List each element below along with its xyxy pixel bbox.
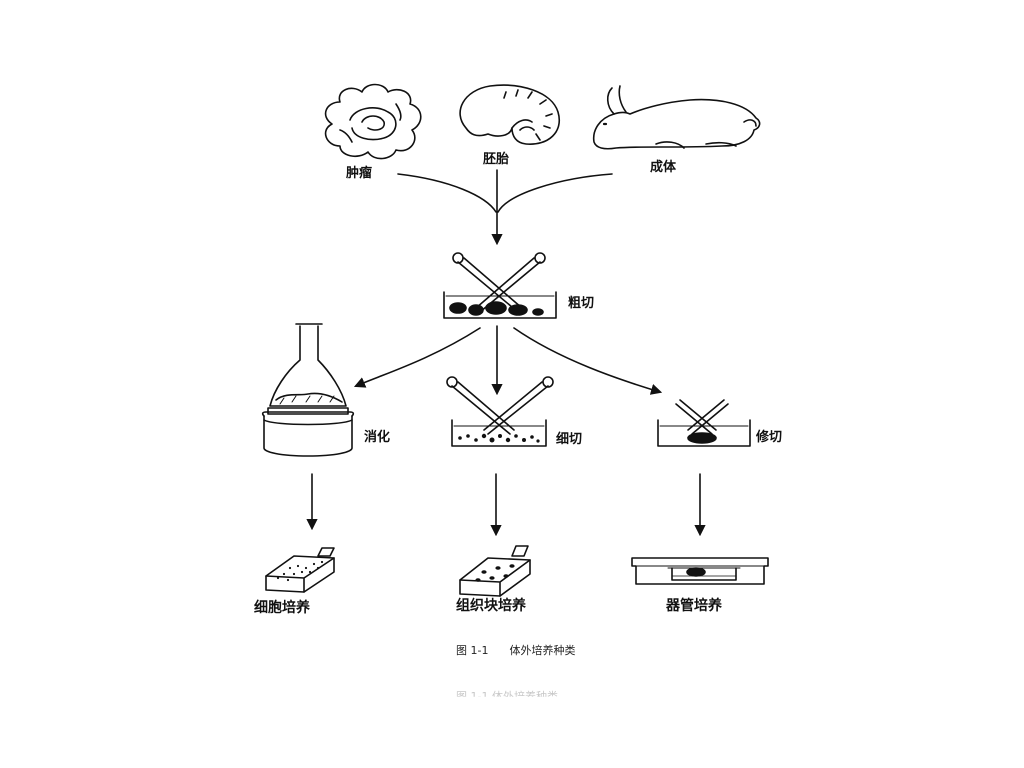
tissue-block-culture-flask-illustration bbox=[459, 545, 531, 597]
label-adult: 成体 bbox=[650, 160, 677, 175]
flow-arrow-to-digest bbox=[353, 327, 481, 388]
label-fine-cut: 细切 bbox=[556, 432, 583, 447]
label-tissue-block-culture: 组织块培养 bbox=[456, 598, 526, 614]
label-cell-culture: 细胞培养 bbox=[254, 600, 310, 616]
label-embryo: 胚胎 bbox=[483, 152, 510, 167]
label-trim: 修切 bbox=[756, 430, 783, 445]
coarse-cut-dish-illustration bbox=[443, 252, 557, 319]
figure-number: 图 1-1 bbox=[456, 644, 489, 657]
bleed-through-caption: 图 1-1 体外培养种类 bbox=[456, 690, 558, 703]
embryo-illustration bbox=[459, 84, 561, 145]
label-coarse-cut: 粗切 bbox=[568, 296, 595, 311]
cell-culture-flask-illustration bbox=[265, 547, 335, 593]
fine-cut-dish-illustration bbox=[446, 376, 554, 447]
trim-dish-illustration bbox=[657, 399, 751, 447]
flow-line-tumor bbox=[397, 173, 497, 213]
label-tumor: 肿瘤 bbox=[346, 166, 373, 181]
figure-caption: 图 1-1 体外培养种类 bbox=[456, 642, 575, 658]
rabbit-illustration bbox=[592, 85, 761, 150]
label-organ-culture: 器管培养 bbox=[666, 598, 722, 614]
tumor-illustration bbox=[324, 83, 422, 160]
label-digest: 消化 bbox=[364, 430, 391, 445]
flow-line-adult bbox=[497, 173, 613, 213]
organ-culture-dish-illustration bbox=[631, 557, 769, 585]
digest-flask-illustration bbox=[261, 323, 355, 457]
figure-title: 体外培养种类 bbox=[509, 644, 576, 657]
flow-arrow-to-trim bbox=[513, 327, 663, 395]
